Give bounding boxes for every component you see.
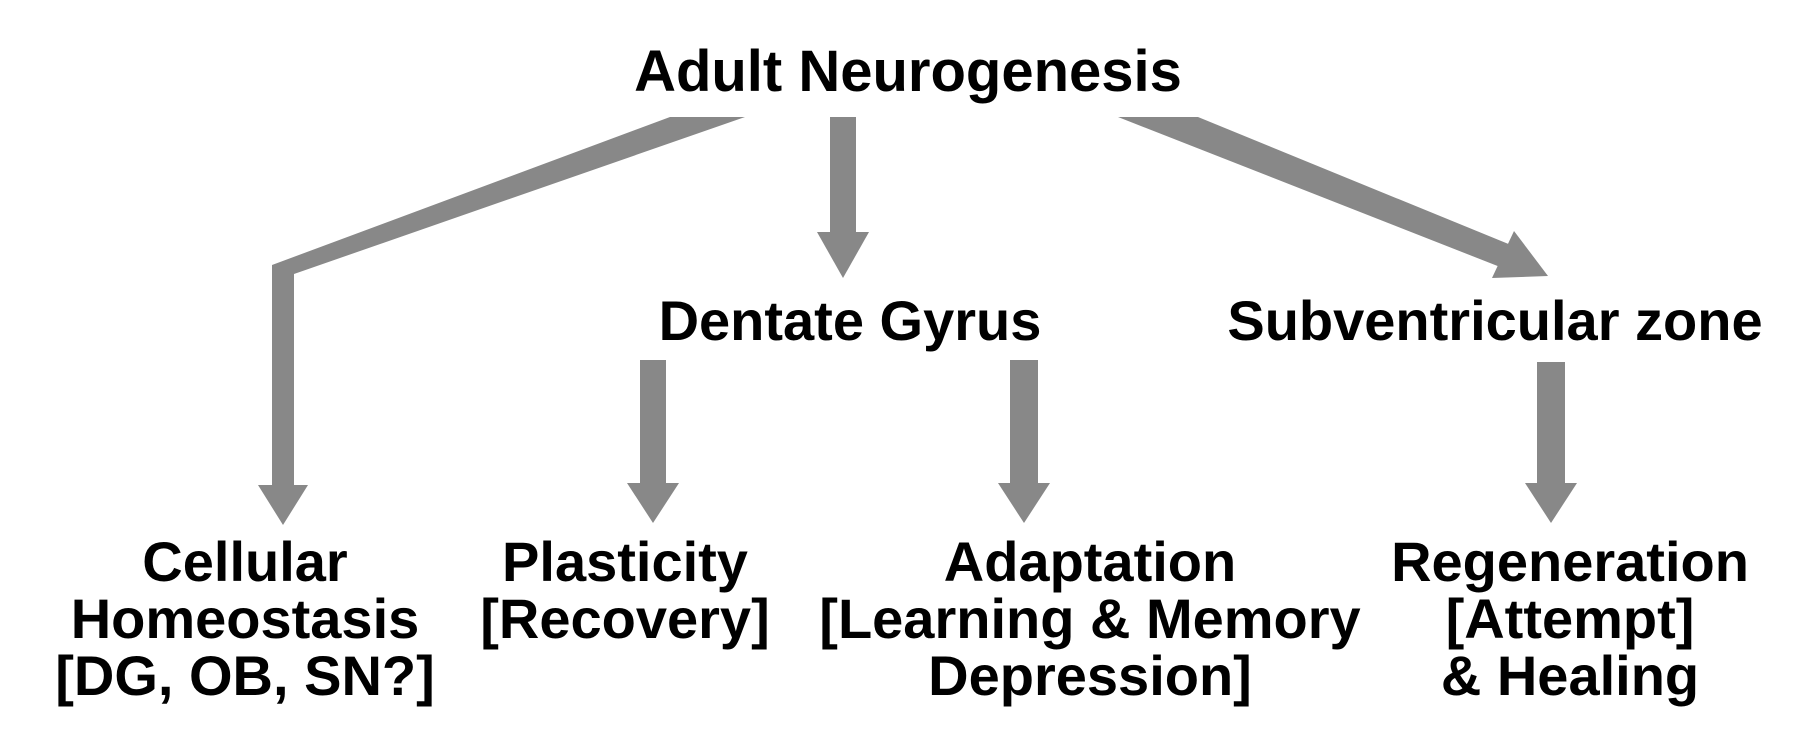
outcome-line: Homeostasis	[70, 587, 420, 650]
arrow-root-to-dentate-gyrus	[817, 117, 869, 278]
region-node-label: Dentate Gyrus	[658, 289, 1042, 352]
arrow-root-to-cellular	[258, 117, 745, 525]
region-node-label: Subventricular zone	[1227, 289, 1763, 352]
outcome-line: Adaptation	[943, 530, 1237, 593]
arrow-dentate-gyrus-to-plasticity	[627, 360, 679, 523]
outcome-line: Plasticity	[502, 530, 748, 593]
root-node-adult-neurogenesis: Adult Neurogenesis	[538, 43, 1278, 101]
arrow-subventricular-zone-to-regeneration	[1525, 362, 1577, 523]
arrow-dentate-gyrus-to-adaptation	[998, 360, 1050, 523]
outcome-line: & Healing	[1440, 644, 1700, 707]
outcome-line: [Learning & Memory	[819, 587, 1361, 650]
outcome-node-plasticity: Plasticity [Recovery]	[450, 533, 800, 647]
outcome-node-cellular-homeostasis: Cellular Homeostasis [DG, OB, SN?]	[20, 533, 470, 704]
outcome-line: [DG, OB, SN?]	[55, 644, 435, 707]
region-node-dentate-gyrus: Dentate Gyrus	[470, 293, 1230, 349]
outcome-line: [Attempt]	[1445, 587, 1695, 650]
region-node-subventricular-zone: Subventricular zone	[1190, 293, 1800, 349]
outcome-line: Depression]	[928, 644, 1252, 707]
arrow-root-to-subventricular-zone	[1118, 117, 1548, 278]
outcome-node-regeneration: Regeneration [Attempt] & Healing	[1360, 533, 1780, 704]
outcome-node-adaptation: Adaptation [Learning & Memory Depression…	[790, 533, 1390, 704]
root-node-label: Adult Neurogenesis	[634, 39, 1182, 104]
outcome-line: Regeneration	[1391, 530, 1749, 593]
outcome-line: [Recovery]	[480, 587, 770, 650]
outcome-line: Cellular	[142, 530, 348, 593]
